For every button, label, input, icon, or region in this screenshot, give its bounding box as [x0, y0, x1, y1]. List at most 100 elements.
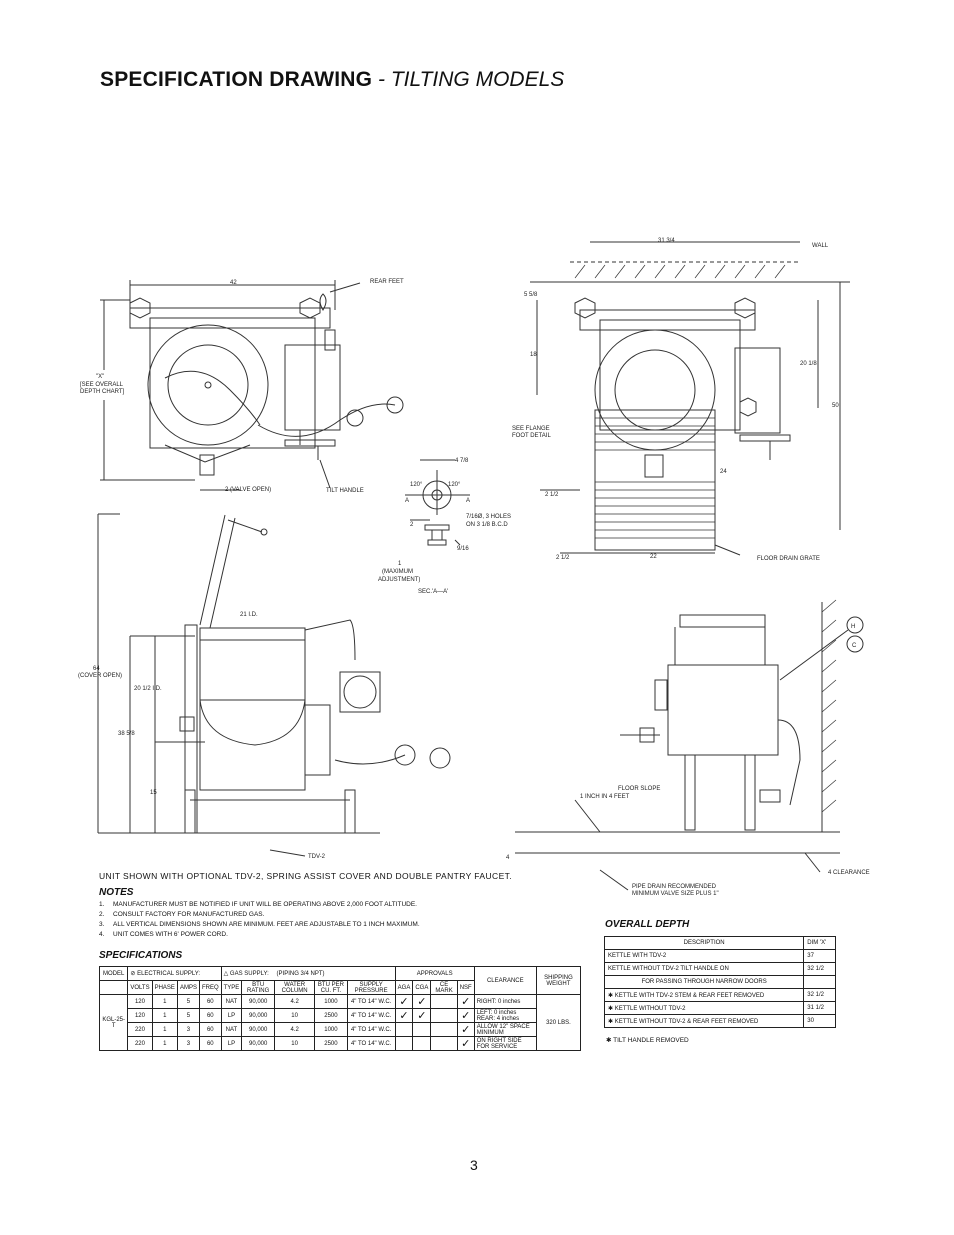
cell-model-name: KGL-25-T — [98, 994, 129, 1051]
col-aga: AGA — [394, 980, 414, 995]
col-btuper: BTU PER CU. FT. — [314, 980, 348, 995]
label-max-adj-2: (MAXIMUM — [382, 569, 413, 575]
col-description: DESCRIPTION — [603, 936, 805, 950]
label-holes-1: 7/16Ø, 3 HOLES — [466, 514, 511, 520]
label-dim-50: 50 — [832, 403, 839, 409]
page-number: 3 — [470, 1157, 478, 1173]
specifications-heading: SPECIFICATIONS — [99, 950, 183, 961]
col-supply: SUPPLY PRESSURE — [346, 980, 396, 995]
label-h: H — [851, 624, 855, 630]
label-dim-24: 24 — [720, 469, 727, 475]
drawing-caption: UNIT SHOWN WITH OPTIONAL TDV-2, SPRING A… — [99, 871, 513, 881]
col-btu: BTU RATING — [241, 980, 276, 995]
label-dim-9-16: 9/16 — [457, 546, 469, 552]
label-floor-slope-2: 1 INCH IN 4 FEET — [580, 794, 630, 800]
col-approvals: APPROVALS — [394, 966, 475, 981]
label-pipe-drain-1: PIPE DRAIN RECOMMENDED — [632, 884, 717, 890]
col-electrical: ⊘ ELECTRICAL SUPPLY: — [127, 966, 222, 981]
col-dim-x: DIM 'X' — [803, 936, 836, 950]
label-flange-1: SEE FLANGE — [512, 426, 550, 432]
table-row: ✱ KETTLE WITH TDV-2 STEM & REAR FEET REM… — [603, 988, 836, 1002]
label-dim-64: 64 — [93, 666, 100, 672]
label-x-dim: "X" — [96, 374, 104, 380]
col-ce: CE MARK — [430, 980, 458, 995]
label-valve-open: 2 (VALVE OPEN) — [225, 487, 271, 493]
depth-header-row: DESCRIPTION DIM 'X' — [603, 936, 836, 950]
label-dim-31-3-4: 31 3/4 — [658, 238, 675, 244]
floor-drain-grate-lines — [595, 417, 715, 539]
col-model-blank — [98, 980, 129, 995]
notes-list: 1.MANUFACTURER MUST BE NOTIFIED IF UNIT … — [99, 900, 420, 940]
label-dim-38-5-8: 38 5/8 — [118, 731, 135, 737]
title-bold: SPECIFICATION DRAWING — [100, 68, 373, 91]
col-phase: PHASE — [151, 980, 178, 995]
page-title: SPECIFICATION DRAWING - TILTING MODELS — [100, 68, 564, 92]
top-view-left — [100, 280, 404, 491]
label-sec-a-left: A — [405, 498, 409, 504]
col-shipping: SHIPPING WEIGHT — [535, 966, 582, 995]
col-freq: FREQ — [198, 980, 222, 995]
label-dim-2-1-2-b: 2 1/2 — [556, 555, 570, 561]
label-dim-4-7-8: 4 7/8 — [455, 458, 469, 464]
label-max-adj-1: 1 — [398, 561, 402, 567]
label-holes-2: ON 3 1/8 B.C.D — [466, 522, 508, 528]
label-clearance-4: 4 CLEARANCE — [828, 870, 870, 876]
col-water: WATER COLUMN — [274, 980, 316, 995]
label-pipe-drain-2: MINIMUM VALVE SIZE PLUS 1" — [632, 891, 719, 897]
label-deg120-b: 120° — [448, 482, 461, 488]
specifications-table: MODEL ⊘ ELECTRICAL SUPPLY: △ GAS SUPPLY:… — [98, 966, 582, 1051]
label-c: C — [852, 643, 857, 649]
cell-weight: 320 LBS. — [535, 994, 582, 1051]
label-dim-18: 18 — [530, 352, 537, 358]
note-item: 2.CONSULT FACTORY FOR MANUFACTURED GAS. — [99, 911, 265, 918]
front-elevation-right — [515, 602, 864, 891]
label-max-adj-3: ADJUSTMENT) — [378, 577, 420, 583]
label-see-overall-2: DEPTH CHART] — [80, 389, 125, 395]
label-wall: WALL — [812, 243, 829, 249]
side-elevation-left — [97, 513, 451, 857]
label-dim-42: 42 — [230, 280, 237, 286]
label-dim-22: 22 — [650, 554, 657, 560]
label-dim-15: 15 — [150, 790, 157, 796]
note-item: 3.ALL VERTICAL DIMENSIONS SHOWN ARE MINI… — [99, 921, 420, 928]
label-dim-21id: 21 I.D. — [240, 612, 258, 618]
label-dim-20-1-2: 20 1/2 I.D. — [134, 686, 162, 692]
spec-header-row-2: VOLTS PHASE AMPS FREQ TYPE BTU RATING WA… — [98, 980, 581, 995]
top-view-right — [530, 241, 850, 556]
wall-hatch-right — [821, 599, 837, 813]
flange-foot-detail — [405, 459, 470, 546]
table-row: ✱ KETTLE WITHOUT TDV-2 & REAR FEET REMOV… — [603, 1014, 836, 1028]
label-tilt-handle: TILT HANDLE — [326, 488, 364, 494]
note-item: 1.MANUFACTURER MUST BE NOTIFIED IF UNIT … — [99, 901, 417, 908]
col-clearance: CLEARANCE — [473, 966, 537, 995]
title-italic: - TILTING MODELS — [372, 68, 565, 91]
col-piping: (PIPING 3/4 NPT) — [274, 966, 396, 981]
col-nsf: NSF — [456, 980, 475, 995]
label-rear-feet: REAR FEET — [370, 279, 404, 285]
col-volts: VOLTS — [127, 980, 153, 995]
overall-depth-heading: OVERALL DEPTH — [605, 919, 690, 930]
label-flange-2: FOOT DETAIL — [512, 433, 551, 439]
label-dim-4: 4 — [506, 855, 510, 861]
label-sec-a-right: A — [466, 498, 470, 504]
spec-header-row-1: MODEL ⊘ ELECTRICAL SUPPLY: △ GAS SUPPLY:… — [98, 966, 582, 995]
label-floor-slope-1: FLOOR SLOPE — [618, 786, 660, 792]
label-deg120-a: 120° — [410, 482, 423, 488]
col-cga: CGA — [412, 980, 432, 995]
col-model: MODEL — [98, 966, 129, 981]
label-dim-2-1-2-a: 2 1/2 — [545, 492, 559, 498]
col-type: TYPE — [220, 980, 243, 995]
col-amps: AMPS — [176, 980, 200, 995]
label-dim-20-1-8: 20 1/8 — [800, 361, 817, 367]
table-row: FOR PASSING THROUGH NARROW DOORS — [603, 975, 836, 989]
label-cover-open: (COVER OPEN) — [78, 673, 122, 679]
notes-heading: NOTES — [99, 887, 134, 898]
